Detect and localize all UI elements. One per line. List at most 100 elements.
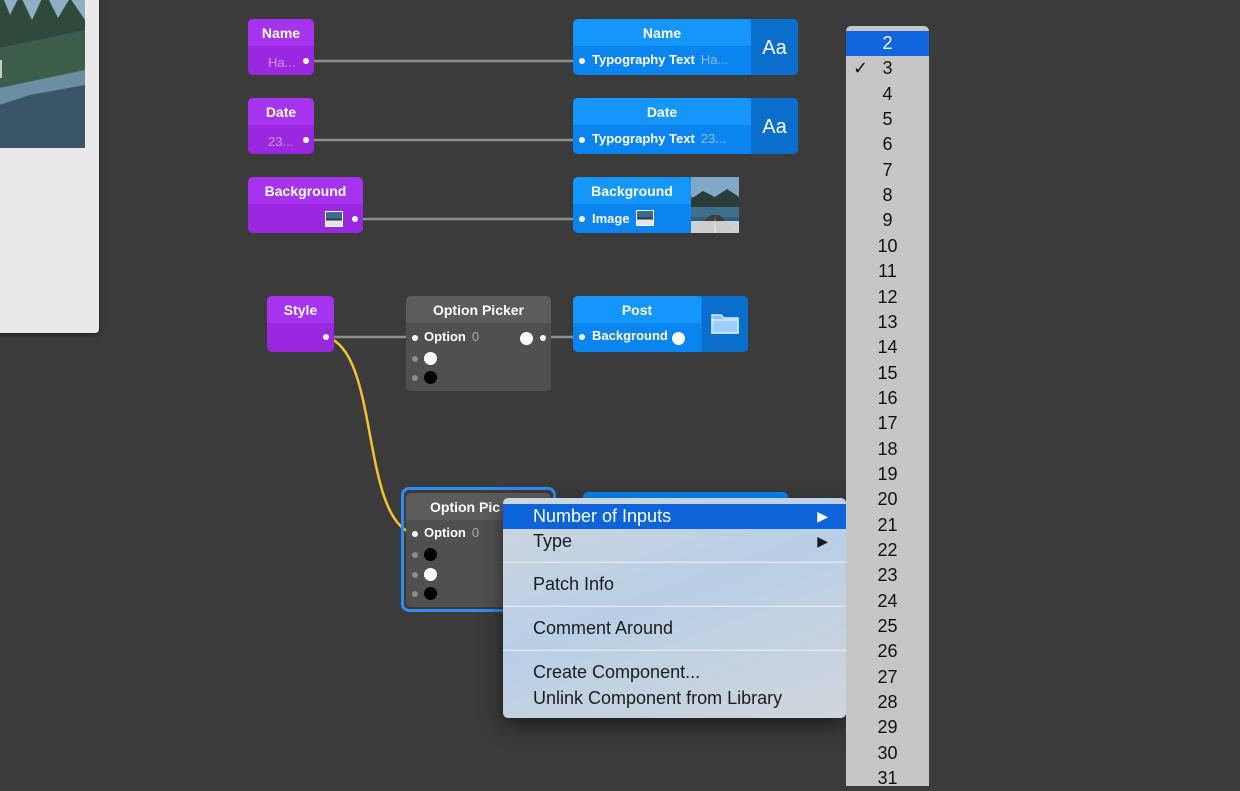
node-title: Date bbox=[573, 98, 751, 125]
port-value: 0 bbox=[471, 525, 480, 540]
submenu-item-4[interactable]: 4 bbox=[846, 82, 929, 107]
name-input-node[interactable]: Name Ha... bbox=[248, 19, 314, 75]
date-input-node[interactable]: Date 23... bbox=[248, 98, 314, 154]
submenu-item-11[interactable]: 11 bbox=[846, 259, 929, 284]
image-thumbnail-icon bbox=[325, 211, 343, 227]
input-port[interactable] bbox=[412, 375, 418, 381]
style-node[interactable]: Style bbox=[267, 296, 334, 352]
submenu-item-label: 26 bbox=[877, 641, 898, 662]
input-port[interactable] bbox=[579, 334, 585, 340]
input-port[interactable] bbox=[412, 572, 418, 578]
port-label: Option bbox=[424, 329, 466, 344]
submenu-item-label: 30 bbox=[877, 742, 898, 763]
submenu-item-19[interactable]: 19 bbox=[846, 462, 929, 487]
submenu-item-21[interactable]: 21 bbox=[846, 513, 929, 538]
submenu-item-28[interactable]: 28 bbox=[846, 690, 929, 715]
context-menu[interactable]: Number of Inputs ▶ Type ▶ Patch Info Com… bbox=[503, 498, 846, 718]
menu-item-number-of-inputs[interactable]: Number of Inputs ▶ bbox=[503, 504, 846, 529]
node-title: Background bbox=[248, 177, 363, 204]
input-port[interactable] bbox=[579, 137, 585, 143]
menu-item-patch-info[interactable]: Patch Info bbox=[503, 572, 846, 597]
submenu-item-23[interactable]: 23 bbox=[846, 563, 929, 588]
node-title: Name bbox=[573, 19, 751, 46]
submenu-item-14[interactable]: 14 bbox=[846, 335, 929, 360]
input-port[interactable] bbox=[412, 335, 418, 341]
input-port[interactable] bbox=[579, 216, 585, 222]
submenu-item-16[interactable]: 16 bbox=[846, 386, 929, 411]
output-port[interactable] bbox=[323, 334, 329, 340]
submenu-item-2[interactable]: 2 bbox=[846, 31, 929, 56]
submenu-item-7[interactable]: 7 bbox=[846, 158, 929, 183]
input-port[interactable] bbox=[412, 591, 418, 597]
submenu-item-6[interactable]: 6 bbox=[846, 132, 929, 157]
submenu-item-20[interactable]: 20 bbox=[846, 487, 929, 512]
post-node[interactable]: Post Background bbox=[573, 296, 748, 352]
submenu-item-13[interactable]: 13 bbox=[846, 310, 929, 335]
submenu-item-label: 13 bbox=[877, 311, 898, 332]
image-thumbnail-icon bbox=[635, 210, 654, 226]
port-value: 23... bbox=[700, 131, 727, 146]
menu-item-label: Type bbox=[533, 531, 573, 551]
submenu-item-30[interactable]: 30 bbox=[846, 741, 929, 766]
submenu-item-10[interactable]: 10 bbox=[846, 234, 929, 259]
submenu-item-5[interactable]: 5 bbox=[846, 107, 929, 132]
submenu-item-label: 8 bbox=[882, 185, 893, 206]
submenu-item-22[interactable]: 22 bbox=[846, 538, 929, 563]
node-title: Post bbox=[573, 296, 701, 323]
submenu-item-29[interactable]: 29 bbox=[846, 715, 929, 740]
background-color-swatch bbox=[672, 332, 685, 345]
image-preview-thumbnail bbox=[691, 177, 739, 233]
output-port[interactable] bbox=[540, 335, 546, 341]
submenu-item-24[interactable]: 24 bbox=[846, 589, 929, 614]
submenu-item-3[interactable]: ✓3 bbox=[846, 56, 929, 81]
date-output-node[interactable]: Date Typography Text 23... Aa bbox=[573, 98, 798, 154]
submenu-item-label: 25 bbox=[877, 616, 898, 637]
preview-photo bbox=[0, 0, 85, 148]
typography-icon: Aa bbox=[751, 98, 798, 154]
submenu-item-label: 7 bbox=[882, 159, 893, 180]
output-port[interactable] bbox=[303, 137, 309, 143]
submenu-item-label: 28 bbox=[877, 692, 898, 713]
submenu-item-label: 20 bbox=[877, 489, 898, 510]
folder-icon[interactable] bbox=[702, 296, 748, 352]
submenu-item-15[interactable]: 15 bbox=[846, 361, 929, 386]
background-output-node[interactable]: Background Image bbox=[573, 177, 739, 233]
submenu-item-17[interactable]: 17 bbox=[846, 411, 929, 436]
node-title: Option Picker bbox=[406, 296, 551, 323]
submenu-item-label: 21 bbox=[877, 514, 898, 535]
name-output-node[interactable]: Name Typography Text Ha... Aa bbox=[573, 19, 798, 75]
menu-item-comment-around[interactable]: Comment Around bbox=[503, 616, 846, 641]
menu-item-label: Number of Inputs bbox=[533, 506, 672, 526]
submenu-item-12[interactable]: 12 bbox=[846, 285, 929, 310]
white-color-swatch bbox=[424, 352, 437, 365]
input-port[interactable] bbox=[412, 356, 418, 362]
submenu-item-label: 5 bbox=[882, 109, 893, 130]
submenu-item-9[interactable]: 9 bbox=[846, 208, 929, 233]
menu-item-create-component[interactable]: Create Component... bbox=[503, 660, 846, 685]
submenu-item-label: 15 bbox=[877, 362, 898, 383]
output-port[interactable] bbox=[352, 216, 358, 222]
input-port[interactable] bbox=[412, 531, 418, 537]
menu-item-type[interactable]: Type ▶ bbox=[503, 529, 846, 554]
output-port[interactable] bbox=[303, 58, 309, 64]
submenu-item-label: 24 bbox=[877, 590, 898, 611]
menu-item-unlink-component[interactable]: Unlink Component from Library bbox=[503, 686, 846, 711]
submenu-item-label: 10 bbox=[877, 235, 898, 256]
submenu-item-25[interactable]: 25 bbox=[846, 614, 929, 639]
submenu-item-label: 22 bbox=[877, 540, 898, 560]
submenu-item-27[interactable]: 27 bbox=[846, 665, 929, 690]
submenu-item-label: 14 bbox=[877, 337, 898, 358]
submenu-item-26[interactable]: 26 bbox=[846, 639, 929, 664]
background-input-node[interactable]: Background bbox=[248, 177, 363, 233]
input-port[interactable] bbox=[579, 58, 585, 64]
input-port[interactable] bbox=[412, 552, 418, 558]
option-picker-node[interactable]: Option Picker Option 0 bbox=[406, 296, 551, 391]
port-label: Typography Text bbox=[592, 131, 695, 146]
submenu-item-8[interactable]: 8 bbox=[846, 183, 929, 208]
port-label: Typography Text bbox=[592, 52, 695, 67]
submenu-item-31[interactable]: 31 bbox=[846, 766, 929, 791]
submenu-item-18[interactable]: 18 bbox=[846, 437, 929, 462]
menu-item-label: Unlink Component from Library bbox=[533, 688, 783, 708]
